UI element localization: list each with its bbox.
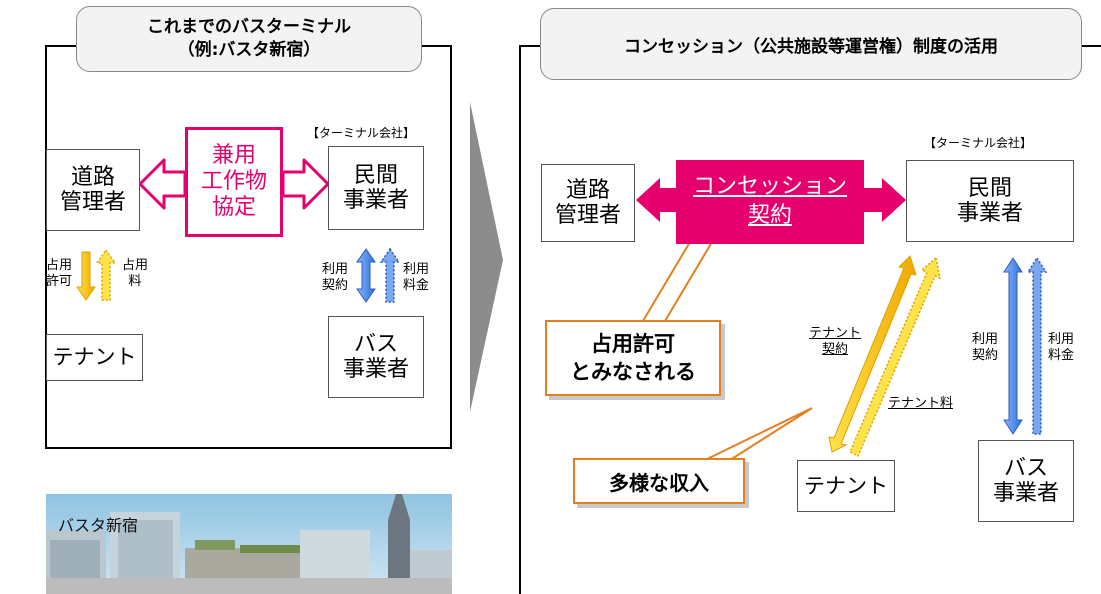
concession-contract-box: コンセッション 契約 xyxy=(676,160,864,244)
right-usage-fee-label: 利用 料金 xyxy=(1048,332,1075,363)
right-panel-title: コンセッション（公共施設等運営権）制度の活用 xyxy=(540,8,1082,80)
left-panel-title: これまでのバスターミナル （例:バスタ新宿） xyxy=(76,6,422,72)
fee-arrow xyxy=(95,248,117,301)
right-road-manager-box: 道路 管理者 xyxy=(541,164,635,242)
left-private-operator-box: 民間 事業者 xyxy=(328,146,424,230)
tenant-fee-arrow xyxy=(849,256,942,458)
tenant-contract-label: テナント 契約 xyxy=(808,326,861,357)
photo-buildings xyxy=(46,494,452,594)
concession-arrow-left xyxy=(636,178,680,222)
right-terminal-company-note: 【ターミナル会社】 xyxy=(924,136,1033,150)
usage-fee-arrow xyxy=(379,247,401,303)
photo-caption: バスタ新宿 xyxy=(58,516,139,535)
right-private-operator-box: 民間 事業者 xyxy=(906,160,1074,242)
revenue-callout: 多様な収入 xyxy=(573,458,745,504)
left-bus-operator-box: バス 事業者 xyxy=(328,316,424,398)
usage-fee-arrow-right xyxy=(1026,256,1048,435)
left-terminal-company-note: 【ターミナル会社】 xyxy=(307,126,416,140)
right-usage-contract-label: 利用 契約 xyxy=(972,332,999,363)
agreement-arrow-left xyxy=(138,158,187,210)
left-tenant-box: テナント xyxy=(46,334,143,381)
tenant-contract-arrow xyxy=(828,255,917,453)
left-occupancy-permit-label: 占用 許可 xyxy=(46,258,73,289)
permit-callout: 占用許可 とみなされる xyxy=(545,320,721,396)
left-occupancy-fee-label: 占用 料 xyxy=(121,258,148,289)
transition-arrow xyxy=(470,102,503,412)
usage-contract-arrow xyxy=(356,248,376,303)
right-tenant-box: テナント xyxy=(797,460,895,512)
left-usage-fee-label: 利用 料金 xyxy=(403,262,430,293)
left-road-manager-box: 道路 管理者 xyxy=(46,149,140,231)
right-bus-operator-box: バス 事業者 xyxy=(978,440,1074,522)
agreement-arrow-right xyxy=(281,158,330,210)
permit-arrow xyxy=(76,251,96,301)
tenant-fee-label: テナント料 xyxy=(888,396,954,411)
left-usage-contract-label: 利用 契約 xyxy=(322,262,349,293)
revenue-callout-pointer xyxy=(704,407,813,461)
concession-arrow-right xyxy=(860,178,906,222)
left-title-line1: これまでのバスターミナル xyxy=(147,17,351,38)
usage-contract-arrow-right xyxy=(1003,257,1023,435)
left-title-line2: （例:バスタ新宿） xyxy=(177,40,321,60)
agreement-box: 兼用 工作物 協定 xyxy=(185,127,283,237)
permit-callout-pointer xyxy=(638,241,714,327)
